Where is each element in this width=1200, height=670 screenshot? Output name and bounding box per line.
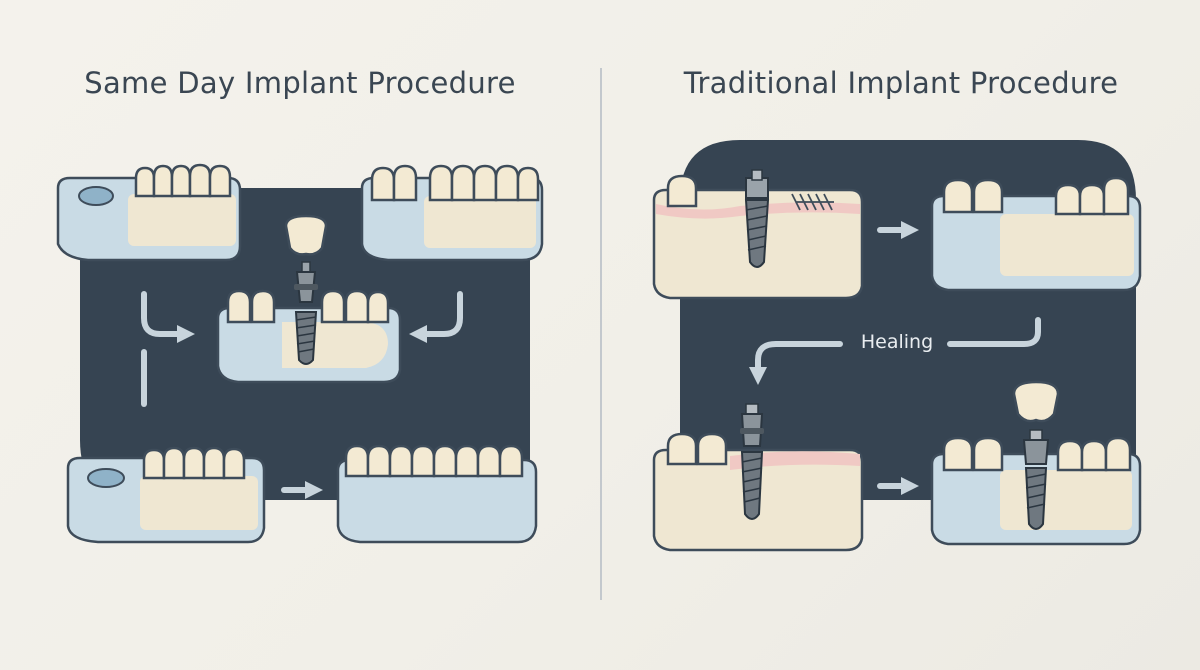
- healing-label: Healing: [861, 331, 933, 353]
- jaw-abutment-placed: [652, 403, 864, 552]
- jaw-extraction-socket-top: [56, 163, 242, 262]
- jaw-with-implant-center: [216, 289, 402, 384]
- panel-divider: [600, 68, 602, 600]
- arrow-left-to-center: [409, 291, 463, 343]
- jaw-final-crown: [930, 380, 1142, 546]
- jaw-extraction-socket-bottom: [66, 446, 266, 544]
- jaw-top-right: [360, 164, 544, 262]
- crown-abutment-implant-center: [284, 214, 328, 303]
- same-day-panel: [56, 163, 544, 544]
- jaw-restored-full: [336, 444, 538, 544]
- same-day-procedure-title: Same Day Implant Procedure: [84, 66, 516, 100]
- traditional-panel: Healing: [652, 140, 1142, 552]
- healing-arrow-left-part: [749, 341, 843, 385]
- jaw-healed-gap: [930, 176, 1142, 292]
- traditional-procedure-title: Traditional Implant Procedure: [683, 66, 1119, 100]
- arrow-right-to-center: [141, 291, 195, 343]
- jaw-implant-with-sutures: [652, 169, 864, 300]
- healing-arrow-right-part: [947, 317, 1041, 347]
